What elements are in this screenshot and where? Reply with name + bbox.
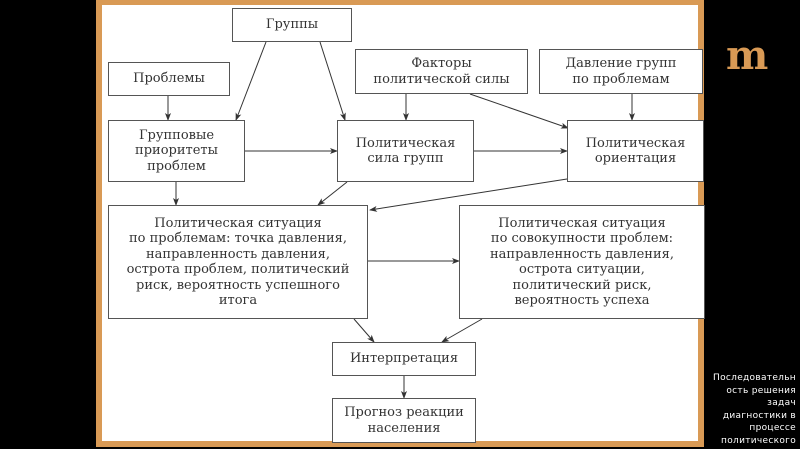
arrow-situation-aggregate-to-interpretation: [441, 318, 483, 343]
caption-line: задач: [767, 398, 796, 408]
caption-line: Последовательн: [713, 373, 796, 383]
slide-frame: Группы Проблемы Факторы политической сил…: [96, 0, 705, 447]
logo-icon: m: [726, 32, 768, 79]
node-situation-by-problems: Политическая ситуация по проблемам: точк…: [108, 205, 368, 319]
arrow-political-orientation-to-situation-by-problems: [369, 178, 568, 212]
arrow-groups-to-political-power: [319, 41, 346, 121]
node-forecast: Прогноз реакции населения: [332, 398, 476, 443]
slide-caption: Последовательн ость решения задач диагности…: [700, 372, 796, 447]
arrow-power-factors-to-political-orientation: [469, 93, 569, 129]
arrow-situation-by-problems-to-interpretation: [353, 318, 375, 343]
node-situation-aggregate: Политическая ситуация по совокупности пр…: [459, 205, 705, 319]
node-group-pressure: Давление групп по проблемам: [539, 49, 703, 94]
arrow-groups-to-group-priorities: [235, 41, 267, 121]
node-problems: Проблемы: [108, 62, 230, 96]
caption-line: процессе: [749, 423, 796, 433]
caption-line: диагностики в: [722, 410, 796, 421]
caption-line: политического: [721, 435, 796, 446]
node-groups: Группы: [232, 8, 352, 42]
node-power-factors: Факторы политической силы: [355, 49, 528, 94]
node-political-orientation: Политическая ориентация: [567, 120, 704, 182]
node-group-priorities: Групповые приоритеты проблем: [108, 120, 245, 182]
node-political-power: Политическая сила групп: [337, 120, 474, 182]
diagram-canvas: Группы Проблемы Факторы политической сил…: [102, 5, 705, 443]
arrow-political-power-to-situation-by-problems: [317, 181, 348, 206]
diagram-arrows: [165, 41, 635, 399]
caption-line: ость решения: [726, 385, 796, 396]
node-interpretation: Интерпретация: [332, 342, 476, 376]
